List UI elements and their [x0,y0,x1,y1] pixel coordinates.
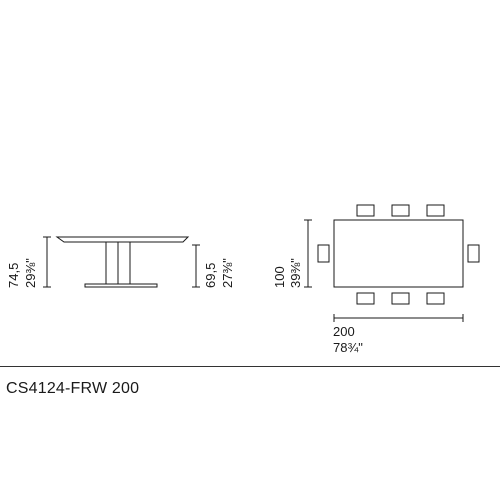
table-top-side [55,236,190,243]
table-top-plan [333,219,464,288]
length-cm-label: 200 [333,324,355,339]
section-divider [0,366,500,367]
technical-drawing: 74,5 29⅜" 69,5 27⅜" 100 39⅜" 200 78¾" [6,204,480,355]
chair-bottom-2 [391,292,410,305]
total-height-dimension [43,236,51,288]
depth-dimension [304,219,312,288]
under-top-height-dimension [192,244,200,288]
chair-bottom-1 [356,292,375,305]
product-code-label: CS4124-FRW 200 [6,380,140,397]
depth-cm-label: 100 [272,266,287,288]
pedestal [105,241,131,285]
chair-top-3 [426,204,445,217]
chair-bottom-3 [426,292,445,305]
length-dimension [333,314,464,322]
under-top-height-cm-label: 69,5 [203,263,218,288]
base-plate [84,283,158,288]
chair-right-end [467,244,480,263]
chair-top-1 [356,204,375,217]
total-height-in-label: 29⅜" [23,258,38,288]
depth-in-label: 39⅜" [288,258,303,288]
chair-left-end [317,244,330,263]
total-height-cm-label: 74,5 [6,263,21,288]
under-top-height-in-label: 27⅜" [220,258,235,288]
length-in-label: 78¾" [333,340,363,355]
chair-top-2 [391,204,410,217]
side-view [55,236,190,288]
top-view [317,204,480,305]
